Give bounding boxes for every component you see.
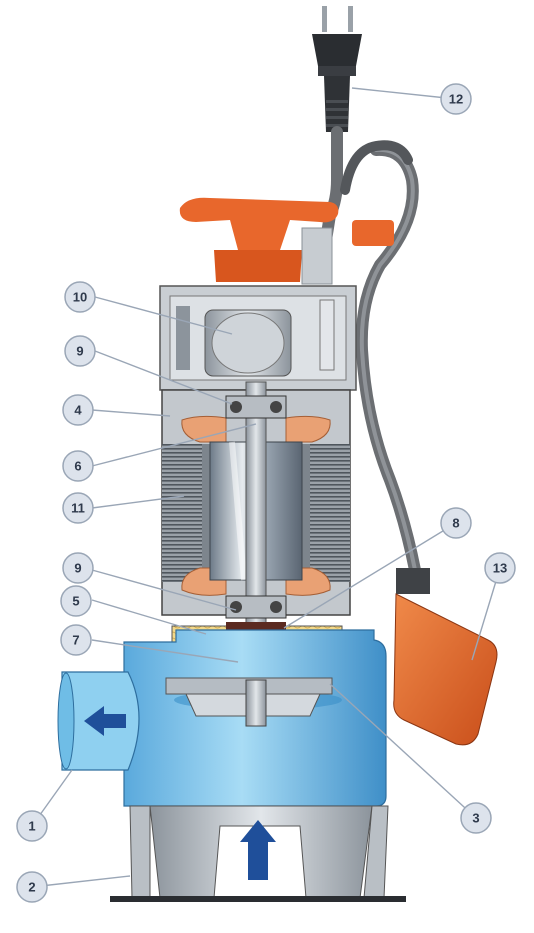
svg-text:10: 10: [73, 290, 87, 305]
upper-bearing: [225, 395, 287, 419]
svg-text:9: 9: [74, 561, 81, 576]
callout-11: 11: [62, 492, 94, 524]
svg-text:5: 5: [72, 594, 79, 609]
callout-9-upper: 9: [64, 335, 96, 367]
leader-lines: [31, 87, 501, 888]
svg-text:12: 12: [449, 92, 463, 107]
svg-text:6: 6: [74, 459, 81, 474]
svg-text:8: 8: [452, 516, 459, 531]
capacitor: [204, 309, 292, 377]
svg-text:3: 3: [472, 811, 479, 826]
callout-2: 2: [16, 871, 48, 903]
pump-base: [110, 805, 406, 902]
callout-1: 1: [16, 810, 48, 842]
callout-3: 3: [460, 802, 492, 834]
callout-9-lower: 9: [62, 552, 94, 584]
float-switch: [393, 568, 498, 746]
svg-text:7: 7: [72, 633, 79, 648]
svg-text:4: 4: [74, 403, 82, 418]
svg-text:11: 11: [71, 501, 85, 516]
pump-body: [123, 629, 387, 807]
lower-bearing: [225, 595, 287, 619]
callout-10: 10: [64, 281, 96, 313]
power-plug: [312, 6, 362, 132]
callout-4: 4: [62, 394, 94, 426]
callout-8: 8: [440, 507, 472, 539]
svg-text:13: 13: [493, 561, 507, 576]
svg-text:9: 9: [76, 344, 83, 359]
discharge-outlet: [57, 671, 140, 771]
svg-text:2: 2: [28, 880, 35, 895]
callout-6: 6: [62, 450, 94, 482]
callout-13: 13: [484, 552, 516, 584]
callout-12: 12: [440, 83, 472, 115]
callout-7: 7: [60, 624, 92, 656]
svg-text:1: 1: [28, 819, 35, 834]
carry-handle: [179, 197, 394, 285]
callout-5: 5: [60, 585, 92, 617]
